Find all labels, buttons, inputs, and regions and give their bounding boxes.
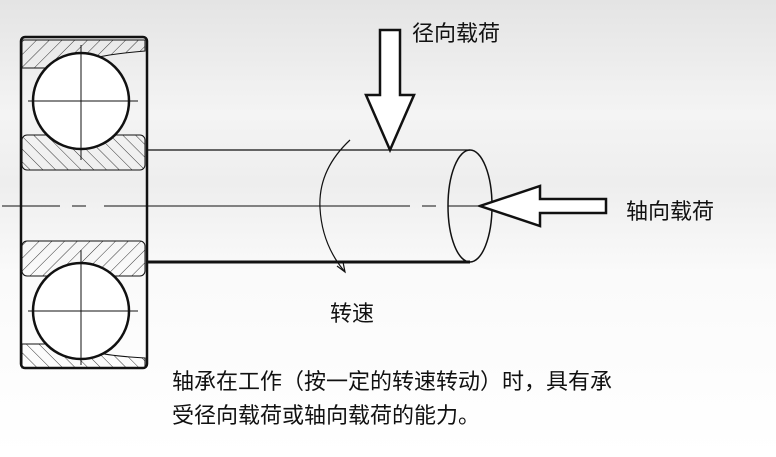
caption-line-2: 受径向载荷或轴向载荷的能力。: [172, 404, 481, 429]
axial-load-label: 轴向载荷: [626, 200, 715, 225]
caption: 轴承在工作（按一定的转速转动）时，具有承 受径向载荷或轴向载荷的能力。: [172, 366, 772, 434]
rotation-arrow-icon: [319, 139, 351, 274]
caption-line-1: 轴承在工作（按一定的转速转动）时，具有承: [172, 370, 613, 395]
radial-load-label: 径向载荷: [412, 22, 501, 47]
radial-load-arrow-icon: [364, 28, 416, 154]
bearing: [19, 35, 149, 370]
rotation-speed-label: 转速: [330, 302, 375, 327]
axial-load-arrow-icon: [476, 184, 608, 228]
